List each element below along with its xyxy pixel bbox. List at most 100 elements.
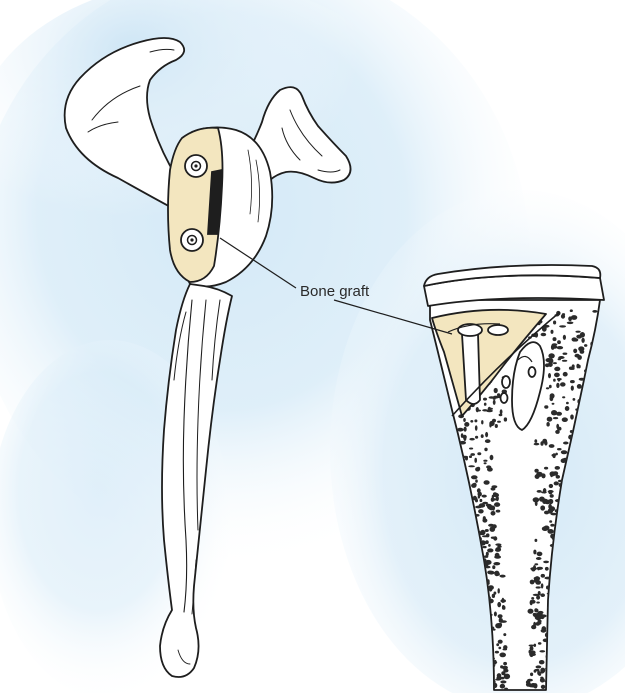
cancellous-dot	[559, 325, 566, 327]
cancellous-dot	[539, 613, 542, 616]
cancellous-dot	[570, 414, 574, 419]
cancellous-dot	[496, 677, 500, 679]
cancellous-dot	[549, 444, 555, 448]
cancellous-dot	[570, 430, 573, 433]
cancellous-dot	[533, 594, 539, 596]
cancellous-dot	[567, 322, 574, 325]
cancellous-dot	[563, 372, 568, 377]
cancellous-dot	[489, 587, 493, 592]
cancellous-dot	[500, 680, 506, 683]
cancellous-dot	[557, 448, 562, 450]
cancellous-dot	[541, 574, 545, 578]
cancellous-dot	[500, 575, 506, 578]
cancellous-dot	[531, 597, 534, 600]
cancellous-dot	[555, 509, 557, 512]
cancellous-dot	[552, 403, 555, 405]
cancellous-dot	[549, 520, 552, 523]
cancellous-dot	[549, 385, 552, 389]
cancellous-dot	[493, 493, 499, 497]
cancellous-dot	[548, 353, 554, 358]
cancellous-dot	[529, 650, 532, 654]
cancellous-dot	[483, 516, 486, 521]
cancellous-dot	[480, 499, 483, 502]
cancellous-dot	[550, 393, 555, 398]
cancellous-dot	[558, 358, 561, 360]
cancellous-dot	[494, 502, 500, 507]
cancellous-dot	[493, 396, 499, 399]
bone-graft-label: Bone graft	[300, 283, 370, 300]
cancellous-dot	[568, 316, 572, 321]
cancellous-dot	[492, 565, 495, 569]
cancellous-dot	[546, 358, 553, 362]
cancellous-dot	[477, 452, 481, 455]
cancellous-dot	[494, 612, 497, 617]
cancellous-dot	[570, 309, 573, 312]
cancellous-dot	[487, 571, 493, 575]
cancellous-dot	[557, 340, 561, 344]
cancellous-dot	[544, 526, 550, 531]
glenoid-graft	[168, 128, 223, 282]
cancellous-dot	[565, 406, 570, 411]
cancellous-dot	[537, 620, 541, 623]
cancellous-dot	[575, 331, 580, 333]
cancellous-dot	[485, 439, 491, 443]
cancellous-dot	[477, 467, 481, 471]
cancellous-dot	[557, 346, 563, 349]
cancellous-dot	[535, 580, 541, 585]
cancellous-dot	[537, 552, 543, 557]
cancellous-dot	[577, 384, 582, 389]
cancellous-dot	[548, 490, 554, 493]
cancellous-dot	[476, 407, 479, 412]
cancellous-dot	[540, 505, 545, 510]
cancellous-dot	[464, 427, 467, 432]
cancellous-dot	[471, 475, 478, 479]
cancellous-dot	[545, 363, 549, 367]
cancellous-dot	[563, 353, 568, 355]
cancellous-dot	[540, 678, 545, 683]
cancellous-dot	[486, 465, 491, 468]
cancellous-dot	[536, 586, 541, 588]
cancellous-dot	[484, 555, 488, 558]
cancellous-dot	[536, 557, 542, 560]
cancellous-dot	[553, 362, 557, 364]
cancellous-dot	[553, 417, 558, 419]
cancellous-dot	[541, 629, 547, 633]
cancellous-dot	[572, 337, 577, 341]
cancellous-dot	[549, 484, 553, 488]
cancellous-dot	[498, 647, 501, 650]
cancellous-dot	[535, 609, 538, 612]
cancellous-dot	[499, 653, 506, 658]
cancellous-dot	[563, 335, 566, 340]
cancellous-dot	[480, 530, 485, 535]
cancellous-dot	[550, 524, 554, 527]
cancellous-dot	[530, 673, 533, 677]
cancellous-dot	[551, 330, 554, 334]
cancellous-dot	[496, 510, 501, 513]
cancellous-dot	[531, 581, 534, 583]
cancellous-dot	[544, 577, 550, 579]
cancellous-dot	[533, 613, 537, 616]
cancellous-dot	[503, 645, 507, 649]
cancellous-dot	[500, 684, 505, 689]
cancellous-dot	[497, 602, 501, 607]
cancellous-dot	[554, 373, 560, 378]
cancellous-dot	[484, 403, 487, 406]
cancellous-dot	[584, 344, 587, 347]
cancellous-dot	[556, 424, 559, 429]
cancellous-dot	[503, 606, 506, 610]
cancellous-dot	[498, 640, 503, 644]
cancellous-dot	[562, 396, 565, 398]
cancellous-dot	[540, 441, 543, 446]
cancellous-dot	[550, 494, 554, 498]
cancellous-dot	[482, 535, 489, 537]
cancellous-dot	[544, 441, 547, 446]
cancellous-dot	[571, 386, 574, 391]
cancellous-dot	[552, 454, 556, 457]
cancellous-dot	[493, 400, 496, 405]
cancellous-dot	[566, 402, 569, 405]
cancellous-dot	[470, 420, 473, 423]
cancellous-dot	[533, 550, 536, 555]
cancellous-dot	[475, 425, 478, 431]
cancellous-dot	[474, 458, 477, 463]
